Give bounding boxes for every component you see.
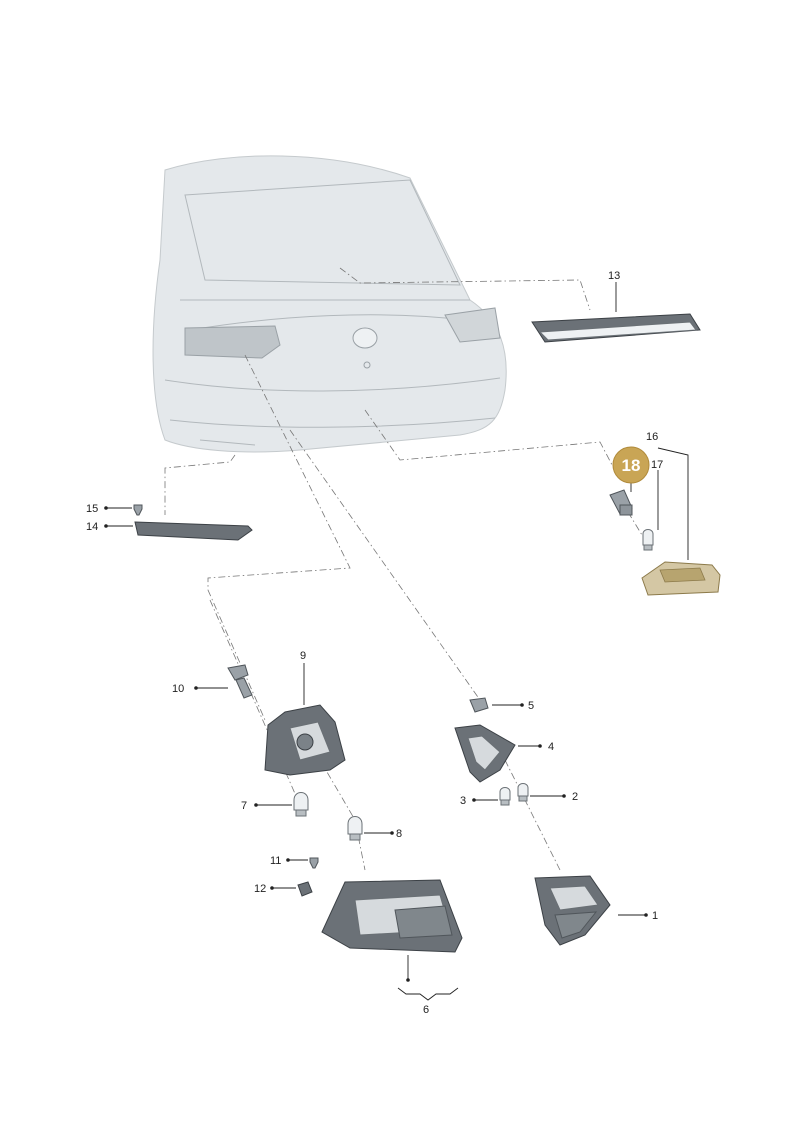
part-18-bulb-holder: 18 [609, 446, 650, 516]
part-3-bulb: 3 [460, 787, 511, 807]
callout-7: 7 [241, 800, 247, 812]
part-12-nut: 12 [254, 881, 313, 897]
car-rear-illustration [152, 155, 507, 453]
part-9-bulb-carrier: 9 [264, 650, 346, 776]
part-6-outer-tail-light: 6 [321, 879, 463, 1016]
highlight-label: 18 [622, 456, 641, 475]
callout-13: 13 [608, 270, 620, 282]
part-4-inner-bulb-carrier: 4 [454, 724, 554, 783]
callout-5: 5 [528, 700, 534, 712]
part-2-bulb: 2 [517, 783, 578, 803]
callout-2: 2 [572, 791, 578, 803]
part-11-screw: 11 [270, 855, 319, 869]
callout-10: 10 [172, 683, 184, 695]
part-17-bulb: 17 [642, 459, 663, 551]
callout-12: 12 [254, 883, 266, 895]
part-15-screw: 15 [86, 503, 143, 516]
part-1-inner-tail-light: 1 [534, 875, 658, 946]
callout-6: 6 [423, 1004, 429, 1016]
callout-15: 15 [86, 503, 98, 515]
callout-1: 1 [652, 910, 658, 922]
highlight-badge[interactable] [612, 446, 650, 484]
part-7-bulb: 7 [241, 792, 309, 817]
part-13-brake-light: 13 [531, 270, 701, 343]
callout-16: 16 [646, 431, 658, 443]
callout-4: 4 [548, 741, 554, 753]
callout-14: 14 [86, 521, 98, 533]
part-10-connector: 10 [172, 664, 253, 699]
callout-17: 17 [651, 459, 663, 471]
part-14-trim-strip: 14 [86, 521, 253, 541]
part-5-screw: 5 [469, 697, 534, 713]
callout-9: 9 [300, 650, 306, 662]
callout-11: 11 [270, 855, 281, 867]
callout-8: 8 [396, 828, 402, 840]
part-8-bulb: 8 [347, 816, 402, 841]
callout-3: 3 [460, 795, 466, 807]
part-16-number-plate-light: 16 [641, 431, 721, 596]
